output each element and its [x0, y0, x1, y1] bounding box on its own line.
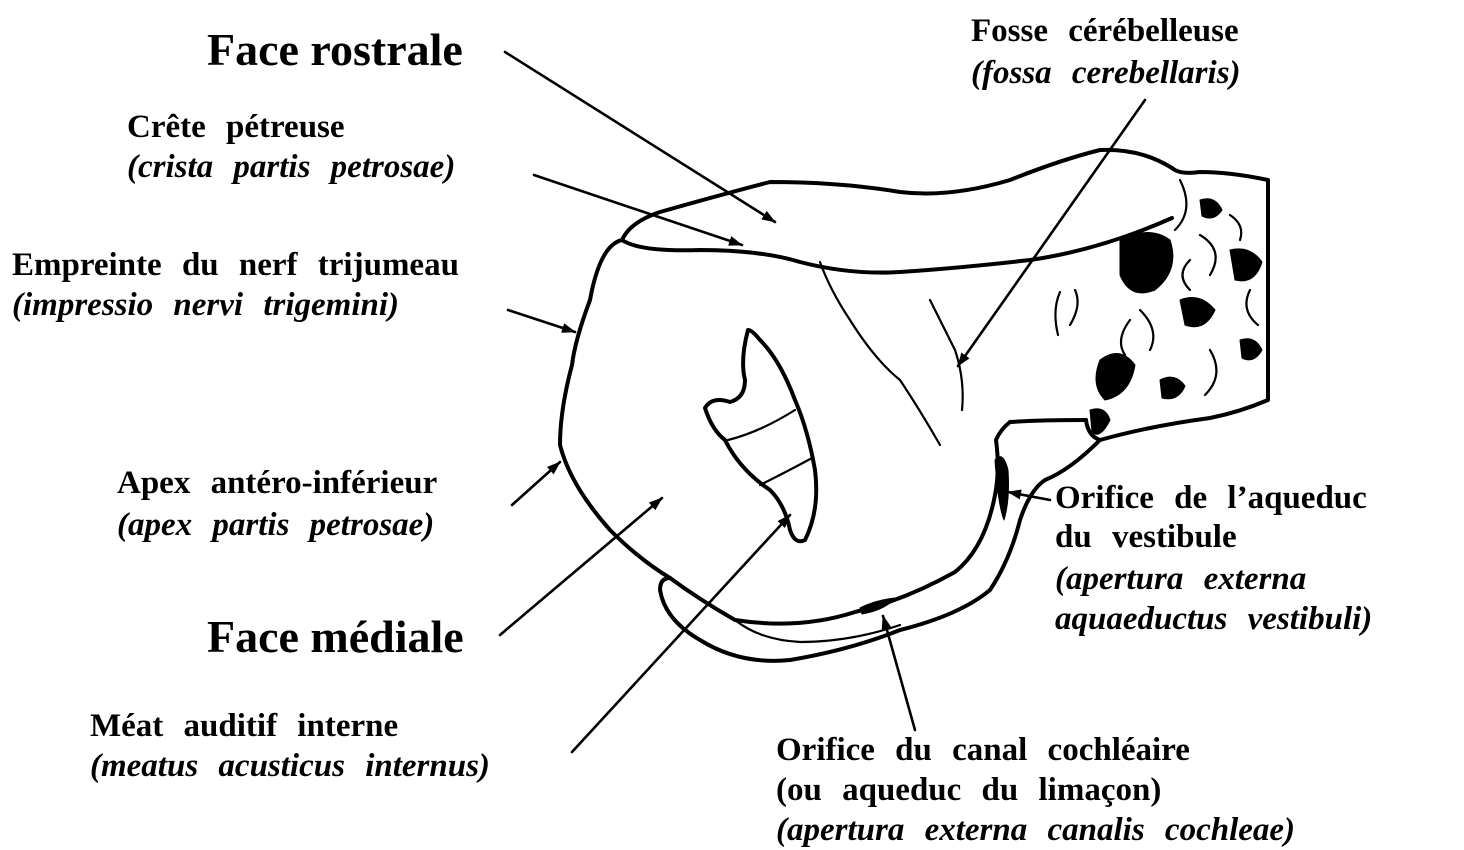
label-orifice-aqueduc-latin-1: (apertura externa — [1055, 563, 1306, 596]
label-empreinte-nerf-latin: (impressio nervi trigemini) — [12, 289, 399, 322]
cut-surface-outline — [1086, 168, 1268, 440]
spongy-bone-texture — [1090, 180, 1262, 434]
label-meat-auditif-latin: (meatus acusticus internus) — [90, 750, 490, 783]
arrow-orifice-canal — [883, 616, 915, 730]
lower-lip-outline — [660, 440, 1100, 661]
lower-right-outline — [1010, 420, 1086, 422]
label-orifice-aqueduc-2: du vestibule — [1055, 521, 1237, 554]
label-apex: Apex antéro-inférieur — [117, 467, 437, 500]
label-orifice-aqueduc-latin-2: aquaeductus vestibuli) — [1055, 603, 1372, 636]
arrow-crete-petreuse — [534, 175, 742, 245]
label-orifice-canal-latin: (apertura externa canalis cochleae) — [776, 814, 1295, 847]
cochlear-canal-aperture — [860, 598, 895, 614]
arrow-face-rostrale — [505, 52, 775, 222]
label-meat-auditif: Méat auditif interne — [90, 710, 398, 743]
label-orifice-canal-2: (ou aqueduc du limaçon) — [776, 774, 1161, 807]
label-crete-petreuse-latin: (crista partis petrosae) — [127, 151, 455, 184]
internal-acoustic-meatus — [705, 330, 816, 541]
fissure-lines — [820, 262, 1078, 445]
crest-lower-outline — [622, 218, 1172, 273]
meatus-inner-line-2 — [760, 458, 812, 485]
label-face-rostrale: Face rostrale — [207, 27, 463, 73]
label-fosse-cerebelleuse-latin: (fossa cerebellaris) — [971, 57, 1241, 90]
label-empreinte-nerf: Empreinte du nerf trijumeau — [12, 249, 459, 282]
bone-outline — [560, 240, 1010, 624]
vestibular-aqueduct-aperture — [995, 457, 1009, 520]
crest-outline — [622, 150, 1172, 240]
label-crete-petreuse: Crête pétreuse — [127, 111, 345, 144]
arrow-fosse-cerebelleuse — [958, 100, 1145, 366]
label-orifice-aqueduc-1: Orifice de l’aqueduc — [1055, 482, 1367, 515]
arrow-empreinte-nerf — [508, 310, 575, 332]
arrow-apex — [512, 462, 560, 505]
label-apex-latin: (apex partis petrosae) — [117, 509, 434, 542]
label-face-mediale: Face médiale — [207, 614, 464, 660]
arrow-face-mediale — [500, 498, 662, 635]
meatus-inner-line-1 — [728, 410, 795, 440]
label-fosse-cerebelleuse: Fosse cérébelleuse — [971, 15, 1239, 48]
label-orifice-canal-1: Orifice du canal cochléaire — [776, 734, 1190, 767]
